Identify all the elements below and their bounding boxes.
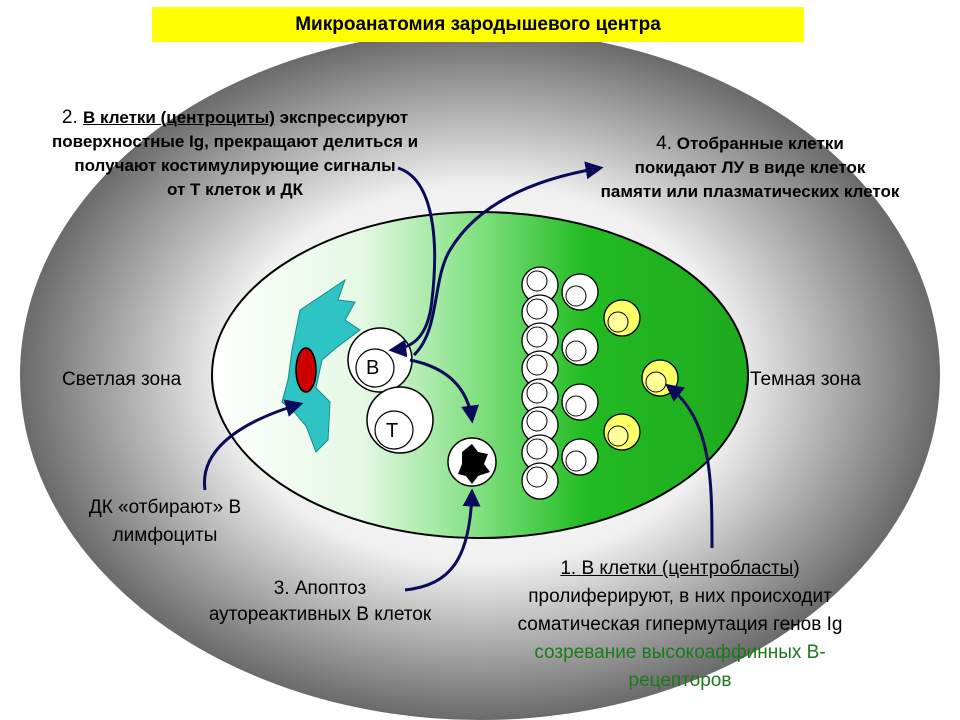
centroblast-column [521,266,559,500]
b-cell-nucleus [355,348,395,388]
b-cell-label: В [366,357,380,379]
step1-line4: созревание высокоаффинных В- [534,642,826,663]
step4-line3: памяти или плазматических клеток [600,182,900,201]
apoptotic-fragment [458,444,490,484]
step3-annotation: 3. Апоптоз аутореактивных В клеток [170,576,470,628]
arrow-step3-to-apoptotic [404,488,481,592]
step4-annotation: 4. Отобранные клетки покидают ЛУ в виде … [540,132,960,204]
dc-selection-note: ДК «отбирают» В лимфоциты [50,494,280,550]
slide-title: Микроанатомия зародышевого центра [152,7,804,42]
step1-line5: рецепторов [628,670,732,691]
step1-centroblasts: 1. В клетки (центробласты [560,558,794,579]
germinal-center-ellipse [211,211,749,539]
dc-note-line2: лимфоциты [112,525,218,546]
arrow-step4-exit [412,161,604,357]
step2-number: 2. [61,107,84,128]
step4-line2: покидают ЛУ в виде клеток [634,158,866,177]
step2-annotation: 2. В клетки (центроциты) экспрессируют п… [0,106,470,202]
dendritic-cell-nucleus [295,347,317,393]
step1-line3: соматическая гипермутация генов Ig [517,614,843,635]
step3-line1: 3. Апоптоз [273,578,367,599]
light-zone-label: Светлая зона [62,369,182,390]
step2-centrocytes: В клетки (центроциты) [83,108,275,127]
step4-number: 4. [656,133,673,154]
dc-note-line1: ДК «отбирают» В [88,497,242,518]
step1-close-paren: ) [793,558,800,579]
arrow-step1-to-centroblast [665,383,714,549]
step2-line2: поверхностные Ig, прекращают делиться и [51,132,419,151]
step2-line3: получают костимулирующие сигналы [74,156,396,175]
t-cell-label: Т [386,420,399,442]
step4-line1-rest: Отобранные клетки [672,134,844,153]
arrow-step2-to-b-cell [388,166,437,358]
arrow-dc-note-to-dc [202,399,304,491]
t-cell-nucleus [374,410,414,450]
step3-line2: аутореактивных В клеток [208,604,432,625]
step2-line4: от Т клеток и ДК [166,180,304,199]
centroblast-side-cells [561,273,599,476]
dark-zone-label: Темная зона [750,369,861,390]
step1-annotation: 1. В клетки (центробласты) пролиферируют… [470,555,890,695]
arrow-b-cell-to-apoptosis [409,358,480,424]
step2-line1-rest: экспрессируют [274,108,409,127]
step1-line2: пролиферируют, в них происходит [528,586,832,607]
selected-yellow-cells [603,299,679,451]
